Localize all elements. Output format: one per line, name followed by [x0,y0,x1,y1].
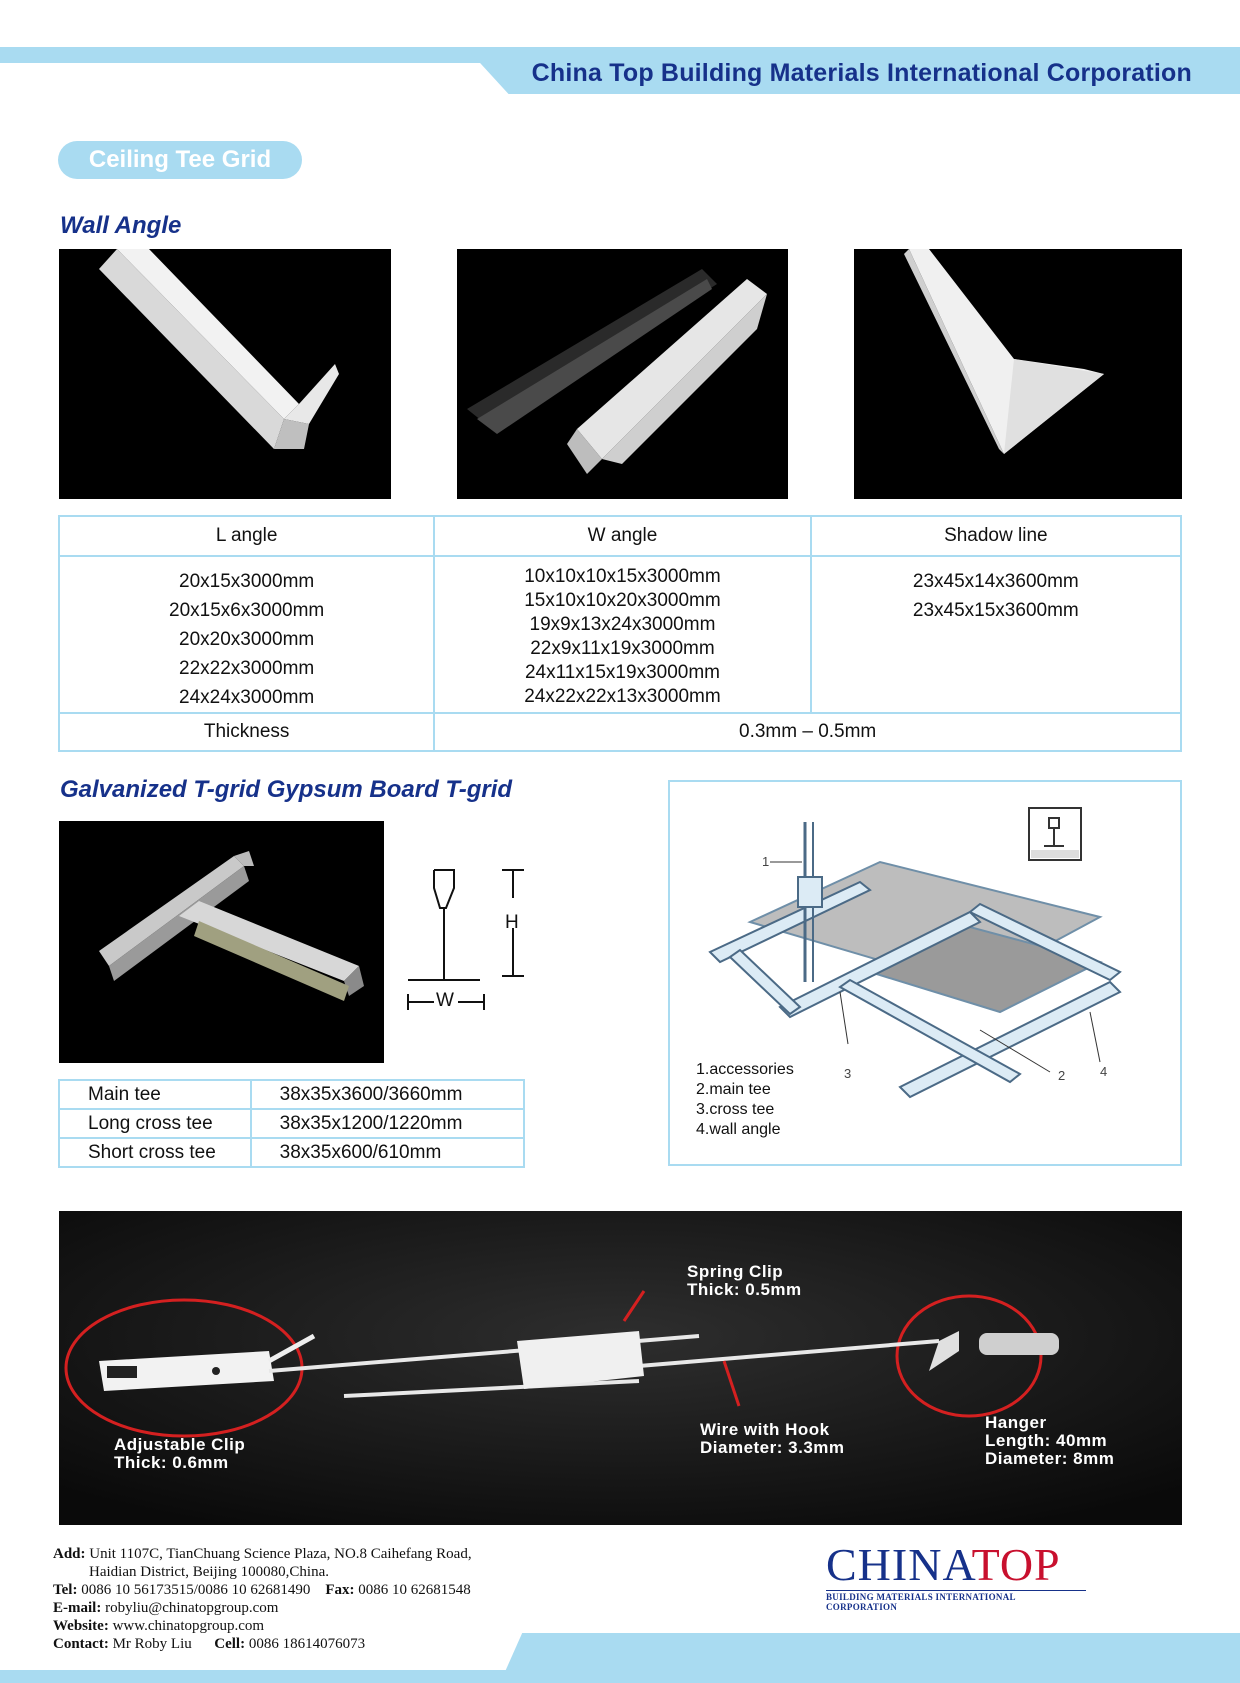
shadow-line-size: 23x45x14x3600mm [912,571,1079,592]
contact-label: Contact: [53,1636,109,1652]
email-label: E-mail: [53,1600,102,1616]
cell-label: Cell: [214,1636,246,1652]
tgrid-title: Galvanized T-grid Gypsum Board T-grid [60,776,513,803]
wire-name: Wire with Hook [700,1420,830,1439]
diagram-number: 3 [844,1066,852,1081]
hanger-name: Hanger [985,1413,1047,1432]
shadow-line-cell: 23x45x14x3600mm 23x45x15x3600mm [809,555,1183,714]
header-w-angle: W angle [433,515,812,557]
adjustable-clip-name: Adjustable Clip [114,1435,246,1454]
w-angle-size: 19x9x13x24x3000mm [529,614,716,635]
hanger-diameter: Diameter: 8mm [985,1449,1115,1468]
header-band [470,52,1240,94]
fax-value: 0086 10 62681548 [358,1582,471,1598]
header-shadow-line: Shadow line [809,515,1183,557]
add-label: Add: [53,1546,86,1562]
thickness-label: Thickness [57,712,436,752]
fax-label: Fax: [325,1582,355,1598]
header-l-angle: L angle [57,515,436,557]
assembly-diagram: 1 2 3 4 1.accessories 2.main tee 3.cross… [668,780,1182,1166]
l-angle-size: 20x15x6x3000mm [169,600,325,621]
tgrid-row-size: 38x35x1200/1220mm [249,1108,526,1139]
cell-value: 0086 18614076073 [248,1636,366,1652]
tel-value: 0086 10 56173515/0086 10 62681490 [81,1582,311,1598]
tgrid-row-name: Main tee [58,1079,252,1110]
wall-angle-title: Wall Angle [60,212,182,239]
logo-part2: TOP [971,1539,1061,1590]
tgrid-row-name: Short cross tee [58,1137,252,1168]
w-angle-size: 15x10x10x20x3000mm [524,590,721,611]
email-value[interactable]: robyliu@chinatopgroup.com [105,1600,279,1616]
l-angle-size: 22x22x3000mm [179,658,315,679]
tgrid-photo [59,821,384,1063]
legend-item: 4.wall angle [696,1121,781,1138]
hanger-photo: Spring Clip Thick: 0.5mm Adjustable Clip… [59,1211,1182,1525]
w-angle-size: 24x22x22x13x3000mm [524,686,721,707]
logo-part1: CHINA [826,1539,972,1590]
w-angle-photo [457,249,788,499]
spring-clip-thick: Thick: 0.5mm [687,1280,802,1299]
thickness-value: 0.3mm – 0.5mm [433,712,1182,752]
legend-item: 2.main tee [696,1081,771,1098]
diagram-number: 2 [1058,1068,1066,1083]
profile-height-label: H [505,912,519,933]
shadow-line-photo [854,249,1182,499]
diagram-number: 1 [762,854,770,869]
profile-width-label: W [436,990,454,1011]
diagram-legend: 1.accessories 2.main tee 3.cross tee 4.w… [696,1060,794,1140]
diagram-number: 4 [1100,1064,1108,1079]
spring-clip-label: Spring Clip Thick: 0.5mm [687,1263,802,1299]
contact-value: Mr Roby Liu [112,1636,192,1652]
w-angle-size: 10x10x10x15x3000mm [524,566,721,587]
l-angle-size: 20x15x3000mm [179,571,315,592]
l-angle-photo [59,249,391,499]
tgrid-row-size: 38x35x600/610mm [249,1137,526,1168]
footer-strip [0,1670,1240,1683]
wire-label: Wire with Hook Diameter: 3.3mm [700,1421,845,1457]
spring-clip-name: Spring Clip [687,1262,784,1281]
address-line2: Haidian District, Beijing 100080,China. [89,1564,329,1580]
adjustable-clip-thick: Thick: 0.6mm [114,1453,229,1472]
address-line1: Unit 1107C, TianChuang Science Plaza, NO… [89,1546,472,1562]
legend-item: 1.accessories [696,1061,794,1078]
l-angle-size: 24x24x3000mm [179,687,315,708]
website-value[interactable]: www.chinatopgroup.com [112,1618,265,1634]
wall-angle-table: L angle W angle Shadow line 20x15x3000mm… [57,515,1183,752]
chinatop-logo: CHINATOP BUILDING MATERIALS INTERNATIONA… [826,1542,1086,1612]
w-angle-size: 22x9x11x19x3000mm [530,638,715,659]
tel-label: Tel: [53,1582,78,1598]
hanger-length: Length: 40mm [985,1431,1108,1450]
legend-item: 3.cross tee [696,1101,775,1118]
tgrid-table: Main tee 38x35x3600/3660mm Long cross te… [58,1079,526,1168]
logo-subtitle: BUILDING MATERIALS INTERNATIONAL CORPORA… [826,1590,1086,1612]
w-angle-cell: 10x10x10x15x3000mm 15x10x10x20x3000mm 19… [433,555,812,714]
l-angle-cell: 20x15x3000mm 20x15x6x3000mm 20x20x3000mm… [57,555,436,714]
company-title: China Top Building Materials Internation… [531,58,1192,87]
contact-block: Add: Unit 1107C, TianChuang Science Plaz… [53,1545,673,1653]
tgrid-row-size: 38x35x3600/3660mm [249,1079,526,1110]
section-pill: Ceiling Tee Grid [58,141,302,179]
wire-diameter: Diameter: 3.3mm [700,1438,845,1457]
tgrid-profile [400,862,500,1017]
w-angle-size: 24x11x15x19x3000mm [524,662,720,683]
adjustable-clip-label: Adjustable Clip Thick: 0.6mm [114,1436,245,1472]
website-label: Website: [53,1618,109,1634]
shadow-line-size: 23x45x15x3600mm [912,600,1079,621]
l-angle-size: 20x20x3000mm [179,629,315,650]
tgrid-row-name: Long cross tee [58,1108,252,1139]
profile-height-dimension [498,868,528,978]
hanger-label: Hanger Length: 40mm Diameter: 8mm [985,1414,1114,1468]
